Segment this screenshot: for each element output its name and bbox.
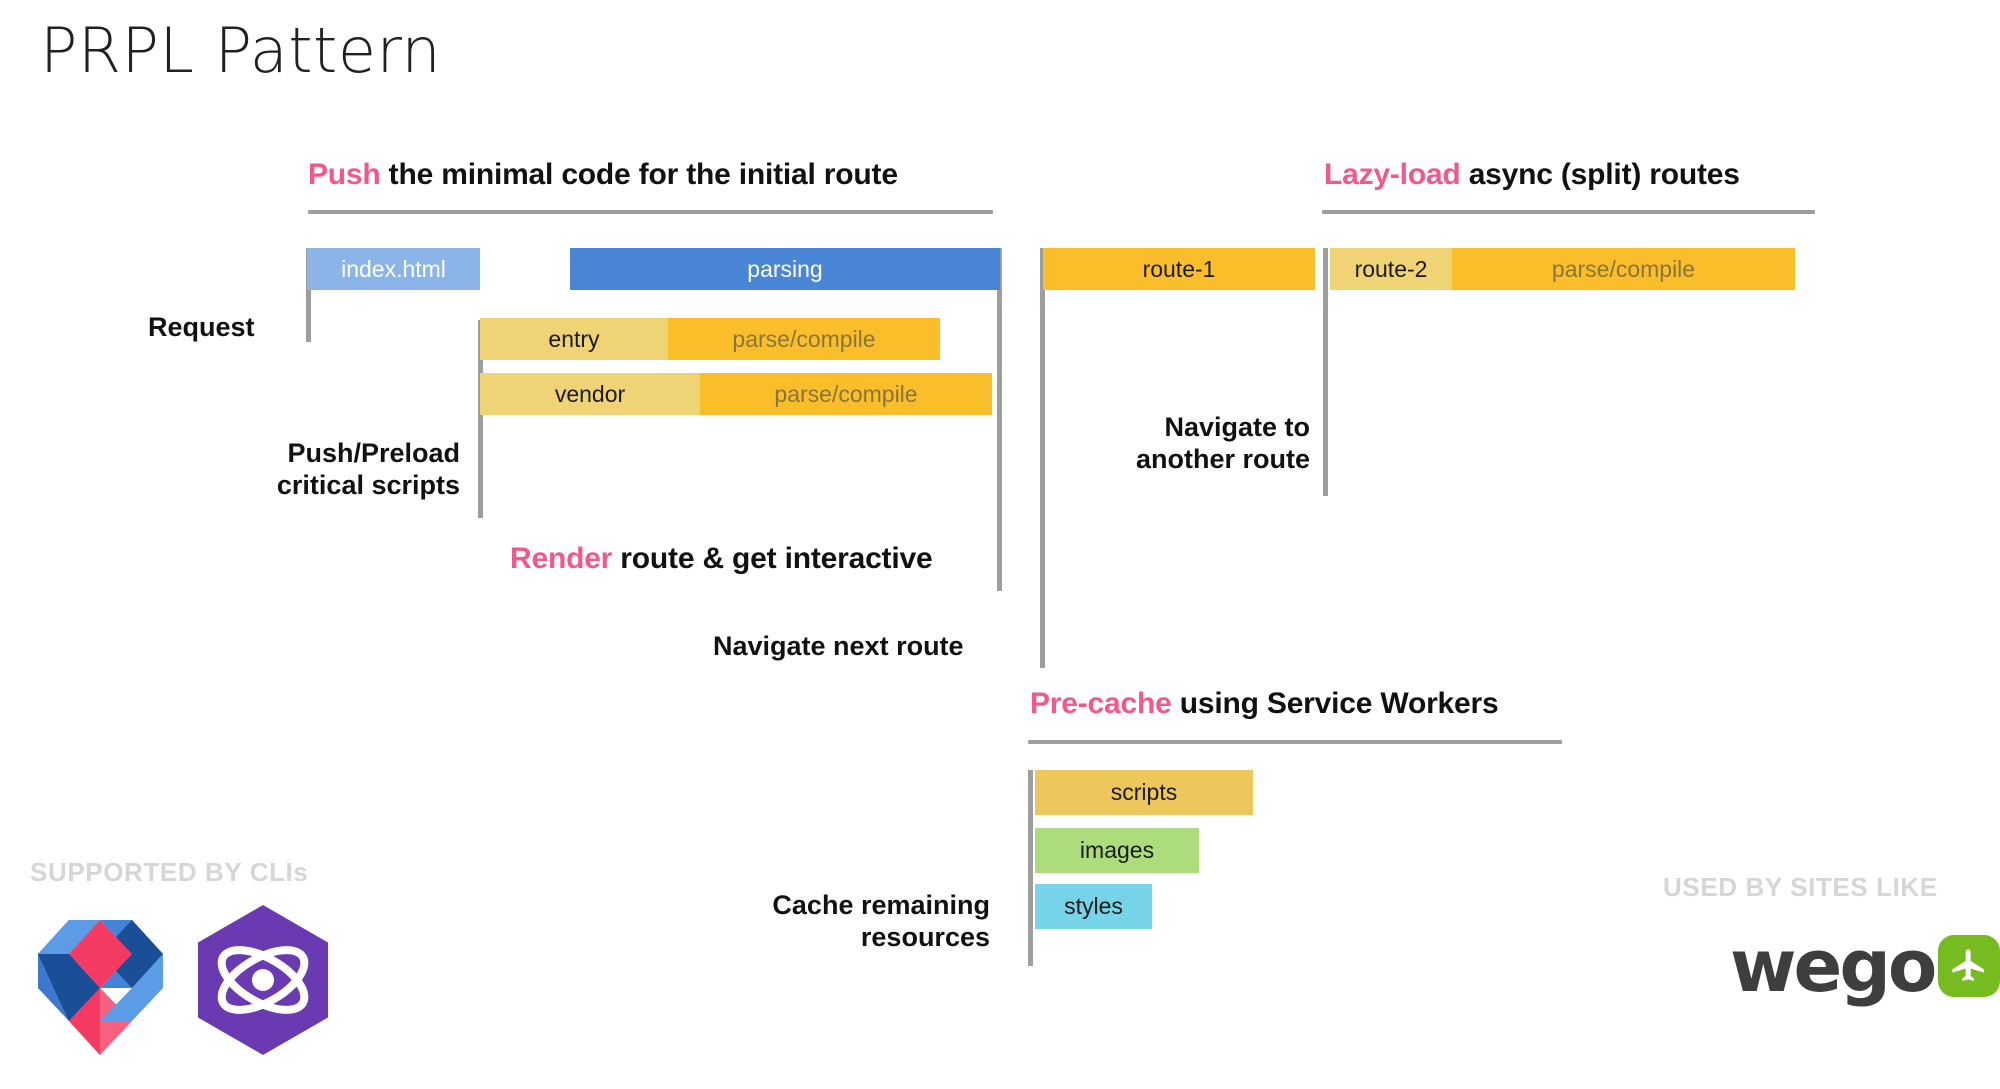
row-label-push-preload: Push/Preload critical scripts <box>276 438 460 500</box>
row-label-cache-remaining: Cache remaining resources <box>772 890 990 952</box>
bar-segment-images: images <box>1035 828 1199 873</box>
bar-segment-entry: entry <box>480 318 668 360</box>
bar-segment-entry-parse-compile: parse/compile <box>668 318 940 360</box>
row-label-navigate-another-route: Navigate to another route <box>1135 412 1310 474</box>
footer-caption-supported-by-clis: SUPPORTED BY CLIs <box>30 857 309 887</box>
guide-line-cache-remaining <box>1028 770 1033 966</box>
row-label-request: Request <box>148 312 255 342</box>
section-heading-lazy: Lazy-load async (split) routes <box>1324 158 1740 192</box>
section-rule-precache <box>1028 740 1562 744</box>
section-heading-push-rest: the minimal code for the initial route <box>380 158 898 191</box>
bar-segment-route-2: route-2 <box>1330 248 1452 290</box>
guide-line-render <box>997 248 1002 591</box>
wego-badge <box>1938 935 2000 997</box>
airplane-icon <box>1952 949 1985 981</box>
bar-route-1: route-1 <box>1043 248 1315 290</box>
bar-index-html: index.html <box>307 248 480 290</box>
bar-vendor: vendor parse/compile <box>480 373 992 415</box>
polymer-logo-icon <box>38 920 163 1055</box>
section-heading-precache: Pre-cache using Service Workers <box>1030 687 1499 721</box>
section-heading-render-accent: Render <box>510 542 613 575</box>
section-heading-render-rest: route & get interactive <box>612 542 933 575</box>
guide-line-push-preload <box>478 320 483 518</box>
row-label-navigate-next-route: Navigate next route <box>713 631 964 661</box>
section-heading-precache-rest: using Service Workers <box>1171 687 1499 720</box>
guide-line-navigate-next-route <box>1040 248 1045 668</box>
bar-segment-vendor: vendor <box>480 373 700 415</box>
section-heading-lazy-accent: Lazy-load <box>1324 158 1461 191</box>
page-title: PRPL Pattern <box>40 14 442 87</box>
wego-wordmark: wego <box>1730 924 1937 1008</box>
bar-route-2: route-2 parse/compile <box>1330 248 1795 290</box>
bar-segment-route-2-parse-compile: parse/compile <box>1452 248 1795 290</box>
section-rule-push <box>308 210 993 214</box>
bar-segment-scripts: scripts <box>1035 770 1253 815</box>
bar-entry: entry parse/compile <box>480 318 940 360</box>
polymer-logo <box>38 920 163 1060</box>
footer-caption-used-by-sites: USED BY SITES LIKE <box>1663 872 1938 902</box>
wego-logo-row: wego <box>1730 930 2000 1002</box>
bar-segment-vendor-parse-compile: parse/compile <box>700 373 992 415</box>
bar-scripts: scripts <box>1035 770 1253 815</box>
guide-line-request <box>306 248 311 342</box>
atom-logo <box>198 905 328 1060</box>
bar-parsing: parsing <box>570 248 1000 290</box>
bar-segment-parsing: parsing <box>570 248 1000 290</box>
bar-segment-route-1: route-1 <box>1043 248 1315 290</box>
wego-logo: wego <box>1730 930 2000 1002</box>
atom-logo-icon <box>198 905 328 1055</box>
bar-images: images <box>1035 828 1199 873</box>
section-heading-lazy-rest: async (split) routes <box>1460 158 1740 191</box>
section-heading-push-accent: Push <box>308 158 381 191</box>
section-rule-lazy <box>1322 210 1815 214</box>
bar-segment-styles: styles <box>1035 884 1152 929</box>
section-heading-precache-accent: Pre-cache <box>1030 687 1172 720</box>
bar-styles: styles <box>1035 884 1152 929</box>
section-heading-push: Push the minimal code for the initial ro… <box>308 158 898 192</box>
guide-line-navigate-another-route <box>1323 248 1328 496</box>
section-heading-render: Render route & get interactive <box>510 542 933 576</box>
bar-segment-index-html: index.html <box>307 248 480 290</box>
